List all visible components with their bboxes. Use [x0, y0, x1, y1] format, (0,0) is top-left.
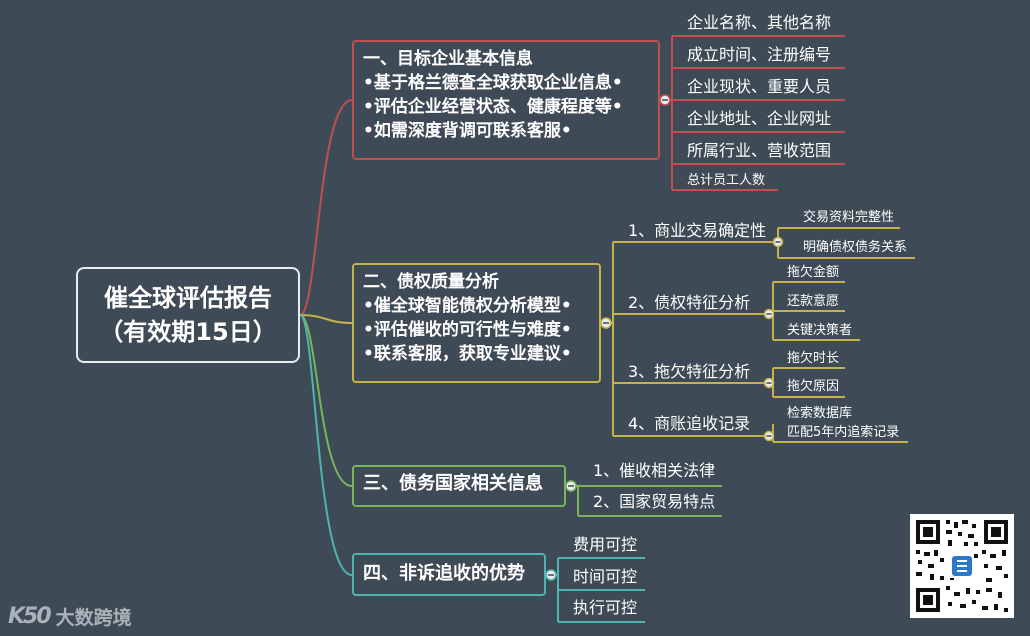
branch3-item[interactable]: 2、国家贸易特点	[593, 492, 716, 511]
branch2-sub-item[interactable]: 拖欠原因	[787, 379, 840, 394]
connector-root-branch3	[299, 314, 353, 487]
branch2-sub-item[interactable]: 拖欠时长	[787, 351, 840, 366]
branch2-sub-item[interactable]: 还款意愿	[787, 294, 840, 309]
branch1-item[interactable]: 企业名称、其他名称	[687, 13, 832, 32]
branch4-item[interactable]: 执行可控	[573, 598, 638, 617]
branch4-node[interactable]: 四、非诉追收的优势	[352, 553, 546, 596]
root-subtitle: （有效期15日）	[99, 318, 277, 346]
branch1-item[interactable]: 成立时间、注册编号	[687, 45, 832, 64]
branch1-item[interactable]: 企业地址、企业网址	[687, 109, 832, 128]
branch2-line: •联系客服，获取专业建议•	[363, 344, 572, 364]
branch2-sub-item[interactable]: 明确债权债务关系	[803, 240, 908, 255]
branch1-item[interactable]: 总计员工人数	[687, 173, 766, 188]
branch2-sub-item[interactable]: 检索数据库	[787, 406, 853, 421]
logo-mark-icon: K50	[8, 603, 52, 629]
branch3-item[interactable]: 1、催收相关法律	[593, 461, 716, 480]
branch1-item[interactable]: 所属行业、营收范围	[687, 141, 832, 160]
branch1-item[interactable]: 企业现状、重要人员	[687, 77, 832, 96]
branch1-line: •如需深度背调可联系客服•	[363, 121, 572, 141]
branch2-node[interactable]: 二、债权质量分析 •催全球智能债权分析模型• •评估催收的可行性与难度• •联系…	[352, 263, 601, 383]
branch2-line: •评估催收的可行性与难度•	[363, 320, 572, 340]
connector-root-branch1	[299, 99, 353, 316]
branch2-sub-label[interactable]: 1、商业交易确定性	[628, 221, 767, 240]
root-title: 催全球评估报告	[104, 284, 272, 312]
root-node[interactable]: 催全球评估报告 （有效期15日）	[76, 267, 300, 363]
branch1-title: 一、目标企业基本信息	[363, 49, 533, 69]
branch3-title: 三、债务国家相关信息	[363, 473, 543, 494]
branch2-sub-item[interactable]: 关键决策者	[787, 323, 853, 338]
branch2-sub-item[interactable]: 拖欠金额	[787, 265, 840, 280]
branch2-sub-item[interactable]: 匹配5年内追索记录	[787, 425, 900, 440]
qr-code-image	[910, 514, 1014, 618]
branch2-title: 二、债权质量分析	[363, 272, 499, 292]
branch2-sub-item[interactable]: 交易资料完整性	[803, 210, 895, 225]
branch3-node[interactable]: 三、债务国家相关信息	[352, 465, 566, 507]
watermark-logo: K50 大数跨境	[8, 602, 132, 630]
branch4-title: 四、非诉追收的优势	[363, 563, 525, 584]
branch1-node[interactable]: 一、目标企业基本信息 •基于格兰德查全球获取企业信息• •评估企业经营状态、健康…	[352, 40, 660, 160]
connector-root-branch2	[299, 314, 353, 324]
branch2-line: •催全球智能债权分析模型•	[363, 296, 572, 316]
branch1-line: •评估企业经营状态、健康程度等•	[363, 97, 623, 117]
branch2-sub-label[interactable]: 2、债权特征分析	[628, 293, 751, 312]
connector-root-branch4	[299, 314, 353, 576]
branch2-sub-label[interactable]: 3、拖欠特征分析	[628, 362, 751, 381]
branch1-line: •基于格兰德查全球获取企业信息•	[363, 73, 623, 93]
branch4-item[interactable]: 费用可控	[573, 535, 638, 554]
branch4-item[interactable]: 时间可控	[573, 567, 638, 586]
branch2-sub-label[interactable]: 4、商账追收记录	[628, 414, 751, 433]
logo-text: 大数跨境	[55, 606, 132, 629]
